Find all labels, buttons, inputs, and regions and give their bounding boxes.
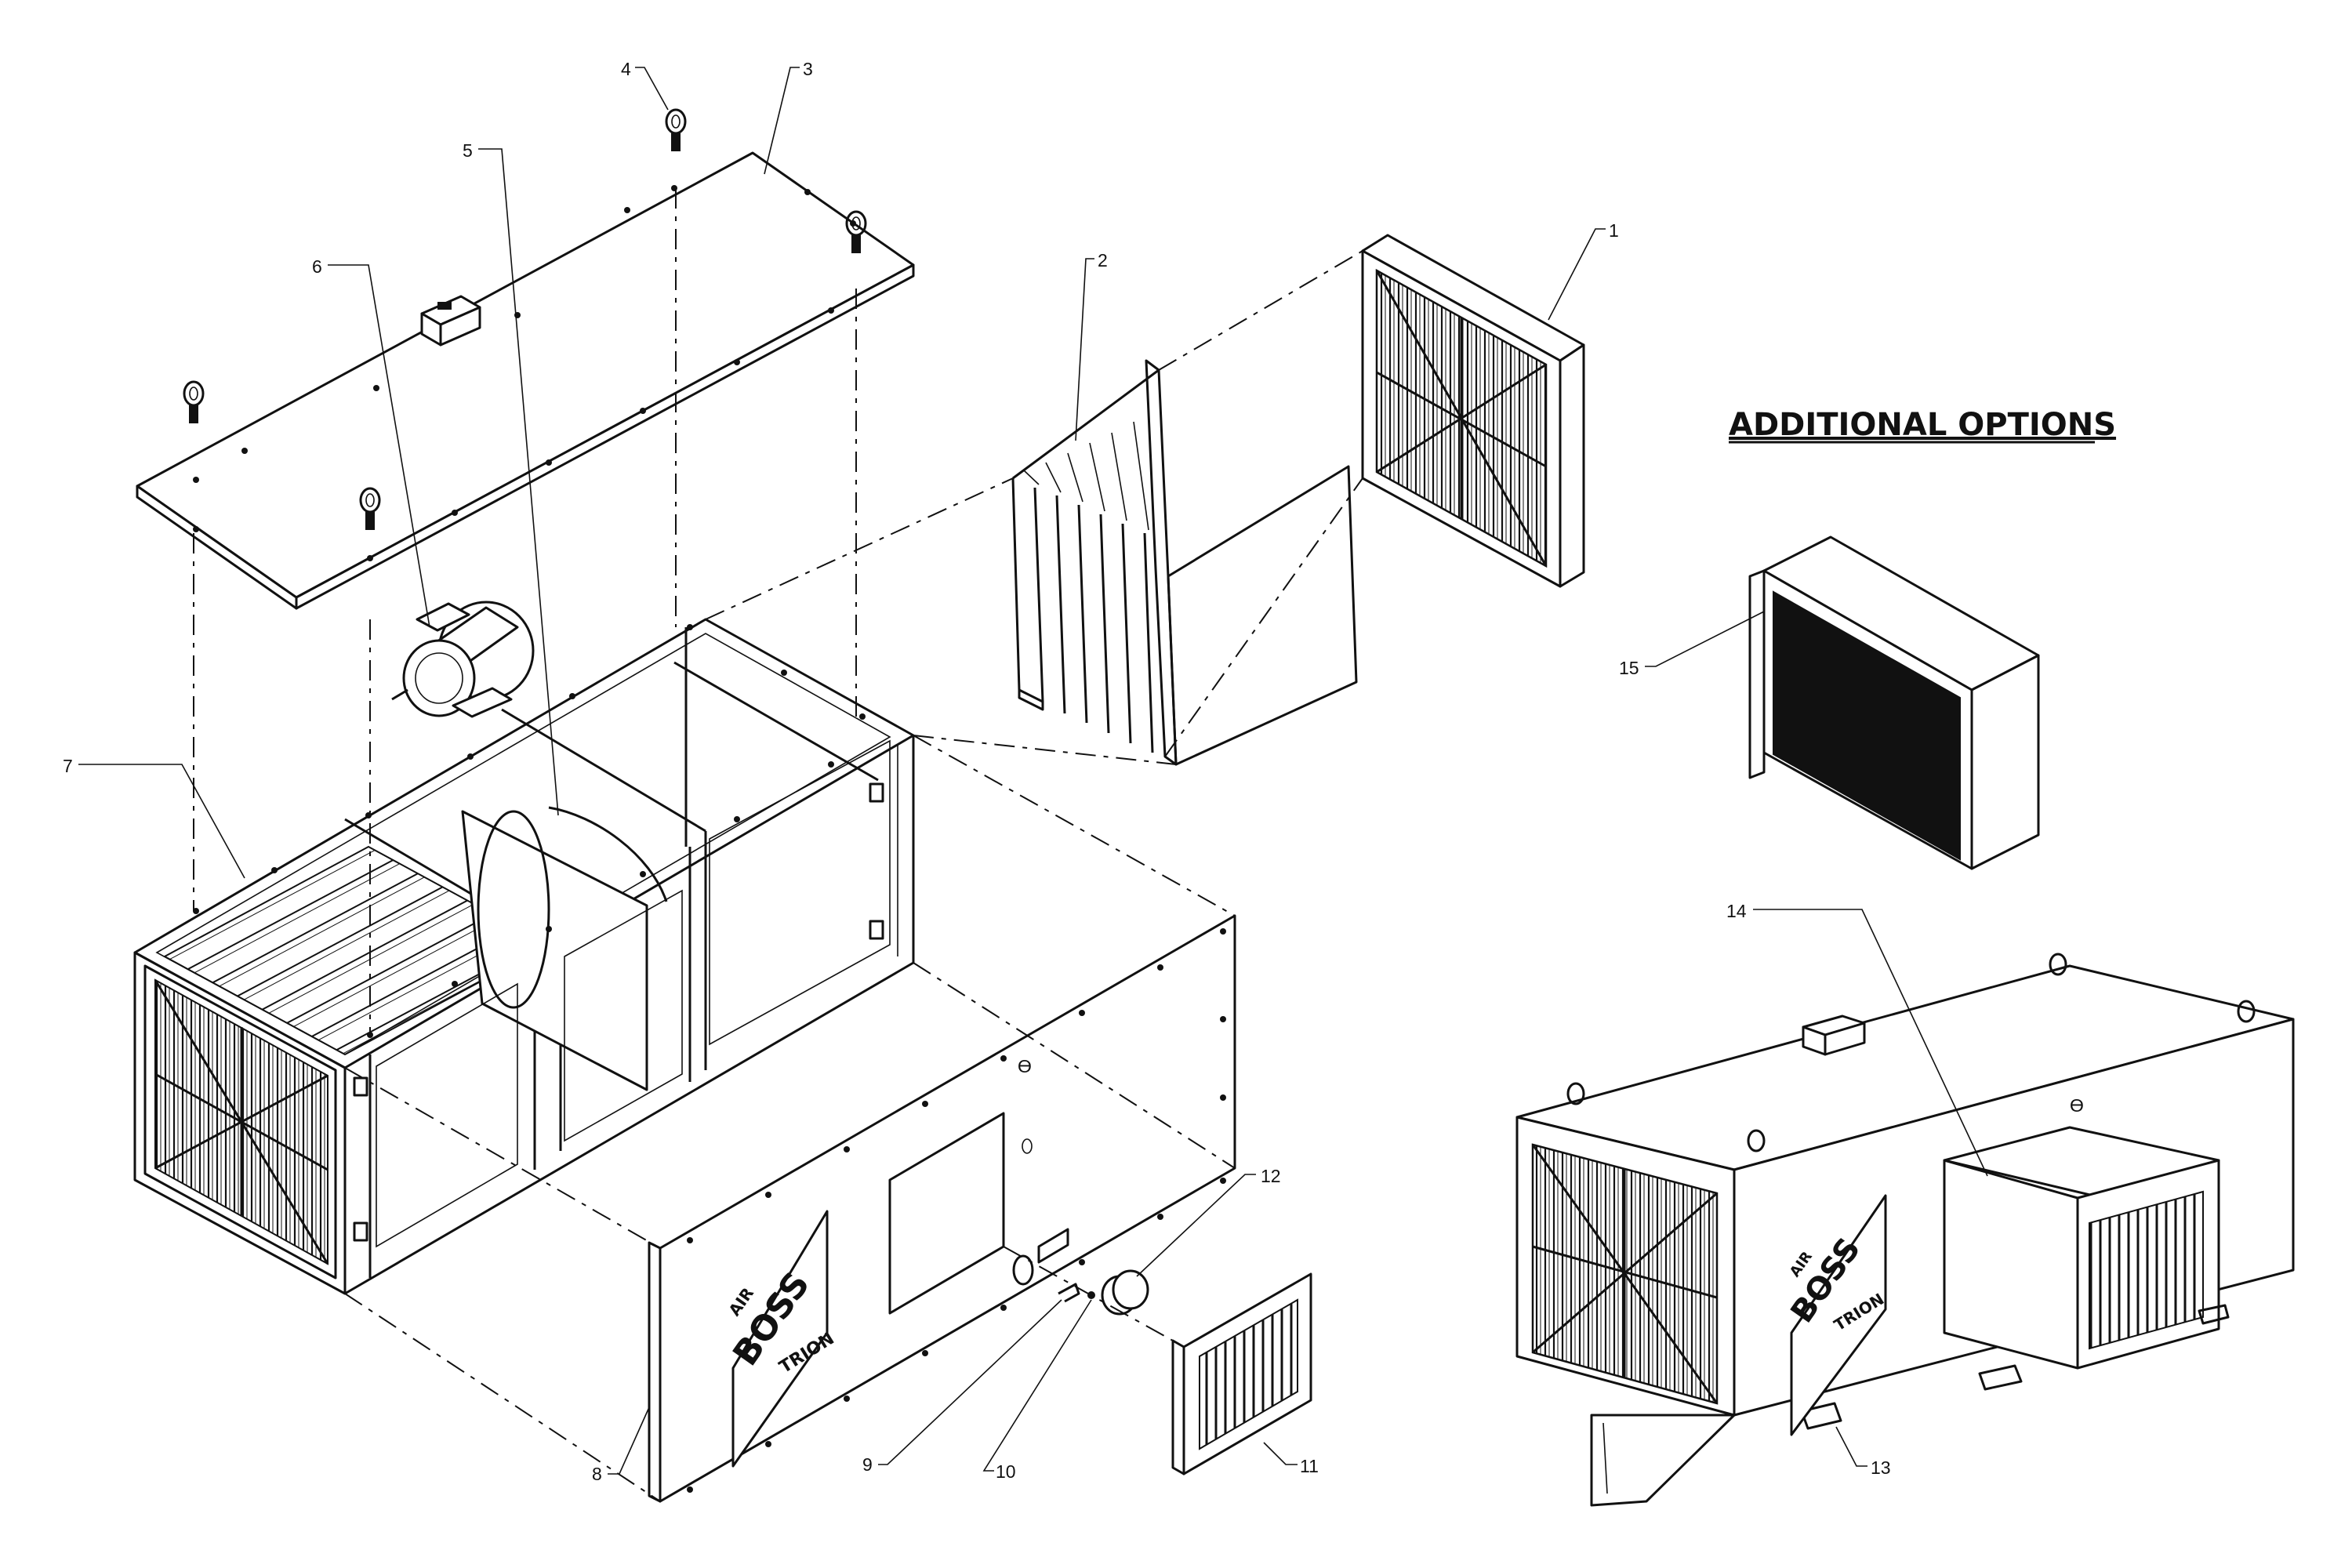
callout-3: 3 bbox=[803, 59, 813, 79]
svg-text:ϴ: ϴ bbox=[1018, 1056, 1032, 1076]
panel-filter bbox=[1361, 234, 1585, 588]
blower-motor bbox=[391, 601, 535, 718]
eye-bolt-icon bbox=[183, 108, 867, 530]
callout-12: 12 bbox=[1261, 1166, 1281, 1186]
callout-10: 10 bbox=[996, 1461, 1016, 1482]
main-cabinet-frame bbox=[133, 618, 915, 1295]
discharge-grille bbox=[1171, 1272, 1312, 1475]
additional-options-heading: ADDITIONAL OPTIONS bbox=[1729, 407, 2116, 443]
alignment-dashed-lines bbox=[193, 188, 1363, 1502]
top-cover-panel bbox=[136, 151, 915, 610]
callout-6: 6 bbox=[312, 256, 322, 277]
callout-9: 9 bbox=[862, 1454, 873, 1475]
callout-4: 4 bbox=[621, 59, 631, 79]
bag-filter bbox=[1011, 359, 1358, 766]
callout-8: 8 bbox=[592, 1464, 602, 1484]
callout-15: 15 bbox=[1619, 658, 1639, 678]
callout-1: 1 bbox=[1609, 220, 1619, 241]
callout-11: 11 bbox=[1300, 1456, 1319, 1476]
callout-labels: 1 2 3 4 5 6 7 8 9 10 11 12 13 bbox=[63, 59, 1988, 1484]
pressure-gauge bbox=[1101, 1269, 1149, 1316]
callout-5: 5 bbox=[463, 140, 473, 161]
callout-14: 14 bbox=[1726, 901, 1747, 921]
callout-7: 7 bbox=[63, 756, 73, 776]
hepa-filter-option bbox=[1748, 535, 2040, 870]
callout-13: 13 bbox=[1871, 1457, 1891, 1478]
callout-2: 2 bbox=[1098, 250, 1108, 270]
assembled-unit-option: ϴ AIR BOSS TRION bbox=[1515, 953, 2295, 1507]
svg-text:ϴ: ϴ bbox=[2070, 1095, 2084, 1116]
